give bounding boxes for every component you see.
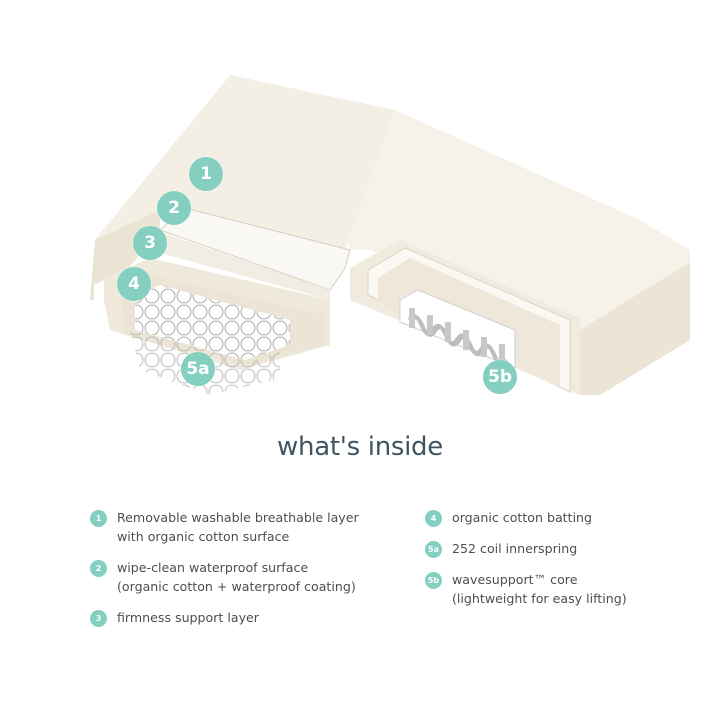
legend-badge-4: 4 — [425, 510, 442, 527]
legend-badge-3: 3 — [90, 610, 107, 627]
legend-item-4: 4 organic cotton batting — [425, 508, 685, 527]
legend-item-1: 1 Removable washable breathable layer wi… — [90, 508, 410, 546]
legend-item-2: 2 wipe-clean waterproof surface (organic… — [90, 558, 410, 596]
legend-item-5b: 5b wavesupport™ core (lightweight for ea… — [425, 570, 685, 608]
legend-text-1: Removable washable breathable layer with… — [117, 508, 359, 546]
legend-line: with organic cotton surface — [117, 529, 290, 544]
legend-item-3: 3 firmness support layer — [90, 608, 410, 627]
legend-line: organic cotton batting — [452, 510, 593, 525]
legend-text-4: organic cotton batting — [452, 508, 592, 527]
callout-badge-1: 1 — [189, 157, 223, 191]
legend-badge-1: 1 — [90, 510, 107, 527]
legend-line: 252 coil innerspring — [452, 541, 578, 556]
mattress-drawing — [90, 75, 690, 395]
left-mattress — [90, 75, 395, 395]
legend-text-3: firmness support layer — [117, 608, 259, 627]
legend-left-column: 1 Removable washable breathable layer wi… — [90, 508, 410, 639]
legend-badge-5a: 5a — [425, 541, 442, 558]
legend-text-5b: wavesupport™ core (lightweight for easy … — [452, 570, 627, 608]
legend-line: wavesupport™ core — [452, 572, 578, 587]
legend-line: Removable washable breathable layer — [117, 510, 359, 525]
legend-text-2: wipe-clean waterproof surface (organic c… — [117, 558, 356, 596]
callout-badge-5b: 5b — [483, 360, 517, 394]
legend-item-5a: 5a 252 coil innerspring — [425, 539, 685, 558]
callout-badge-4: 4 — [117, 267, 151, 301]
legend-badge-5b: 5b — [425, 572, 442, 589]
legend-line: (lightweight for easy lifting) — [452, 591, 627, 606]
legend-right-column: 4 organic cotton batting 5a 252 coil inn… — [425, 508, 685, 620]
legend-line: firmness support layer — [117, 610, 259, 625]
legend-text-5a: 252 coil innerspring — [452, 539, 577, 558]
right-mattress — [345, 110, 690, 395]
legend-line: (organic cotton + waterproof coating) — [117, 579, 356, 594]
legend-line: wipe-clean waterproof surface — [117, 560, 309, 575]
callout-badge-5a: 5a — [181, 352, 215, 386]
section-heading: what's inside — [277, 432, 443, 462]
callout-badge-2: 2 — [157, 191, 191, 225]
mattress-cutaway-illustration: 1 2 3 4 5a 5b — [90, 75, 690, 395]
callout-badge-3: 3 — [133, 226, 167, 260]
legend-badge-2: 2 — [90, 560, 107, 577]
